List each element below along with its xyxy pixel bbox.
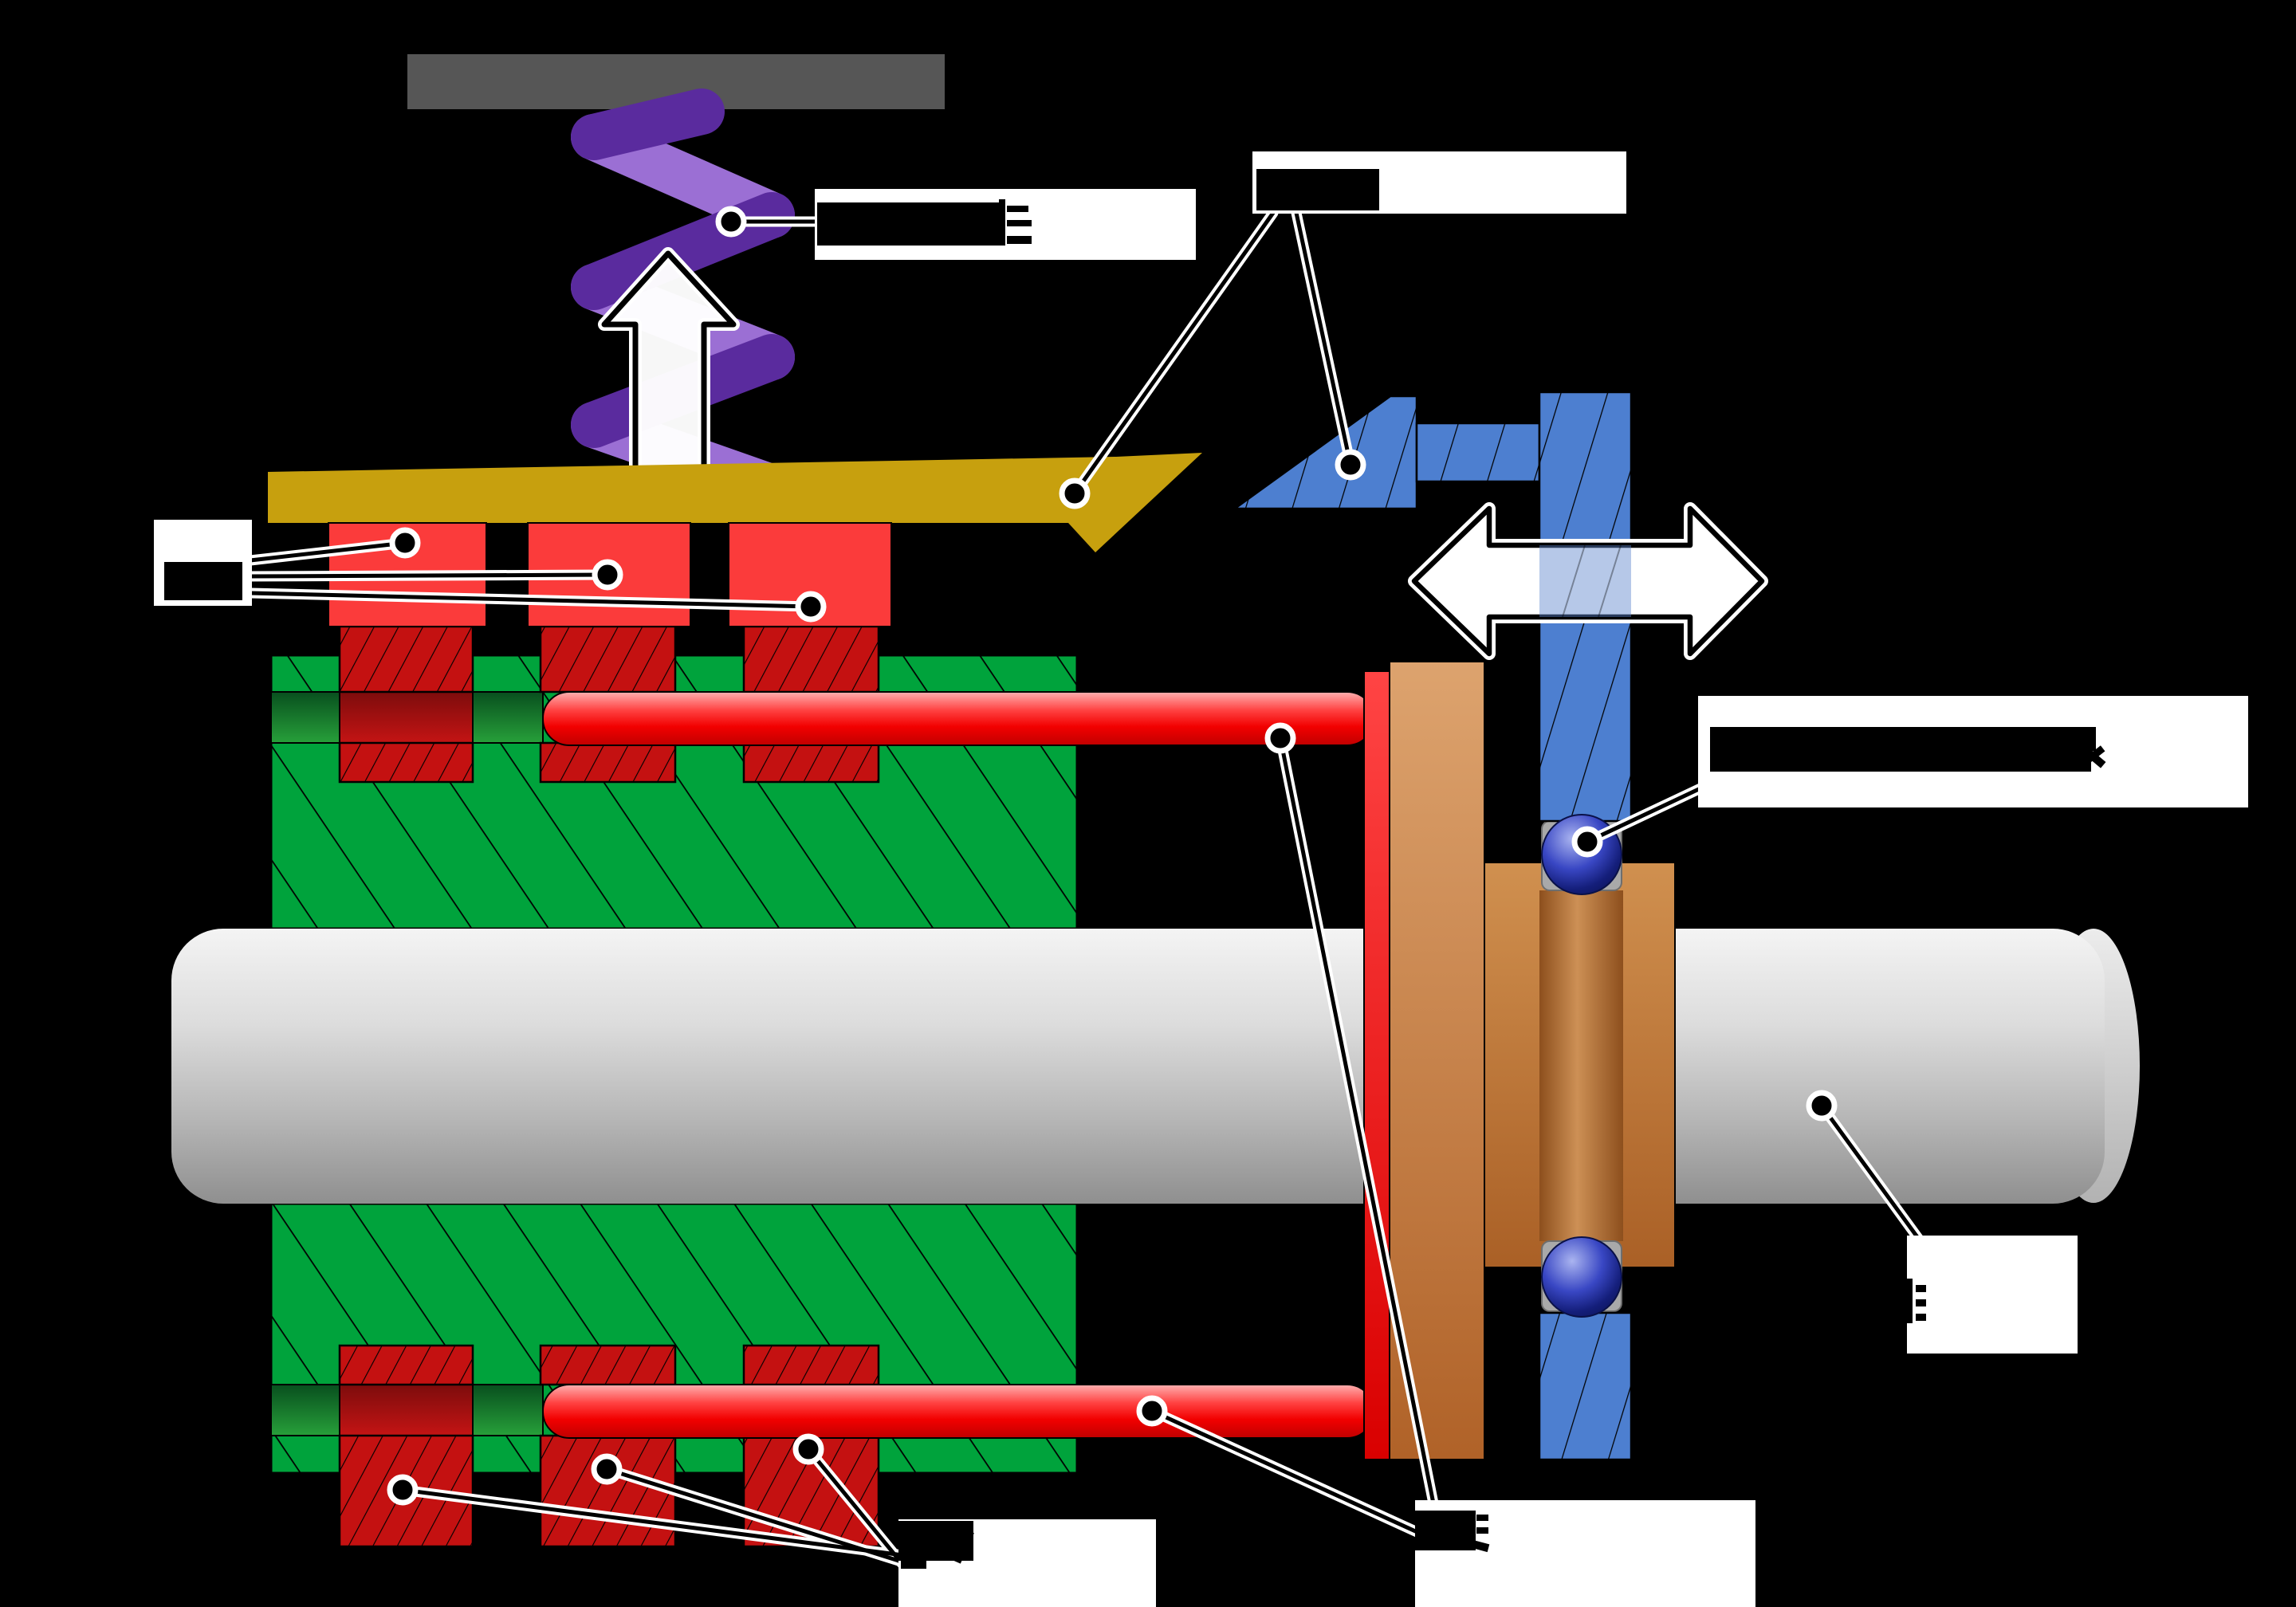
pin1-core-solid-bottom (339, 1384, 474, 1436)
upper-right-label (1252, 151, 1626, 214)
shaft (171, 929, 2140, 1204)
rods-label (1415, 1500, 1755, 1607)
key-bar (268, 453, 1202, 552)
ball-label (1698, 696, 2248, 807)
leader-dots (387, 206, 1838, 1506)
detent-ball-bottom (1541, 1236, 1622, 1318)
lower-pins-label (898, 1519, 1156, 1607)
labels (154, 151, 2248, 1607)
pusher-plate (1363, 670, 1390, 1460)
shaft-label (1904, 1236, 2078, 1354)
push-rod-bottom (542, 1384, 1374, 1439)
left-right-arrow-icon (1408, 502, 1768, 660)
slide-fork (1232, 391, 1633, 1461)
ball-groove (1539, 890, 1623, 1241)
sleeve-through-arrow (1539, 545, 1631, 617)
pins-label (154, 520, 252, 606)
spring-label (815, 189, 1196, 260)
push-rod-top (542, 691, 1374, 746)
pin1-core-solid-top (339, 691, 474, 744)
copper-plate (1389, 661, 1485, 1460)
pin-cores-top (338, 625, 880, 784)
leader-lines (245, 206, 1925, 1578)
up-arrow-icon (598, 247, 740, 478)
